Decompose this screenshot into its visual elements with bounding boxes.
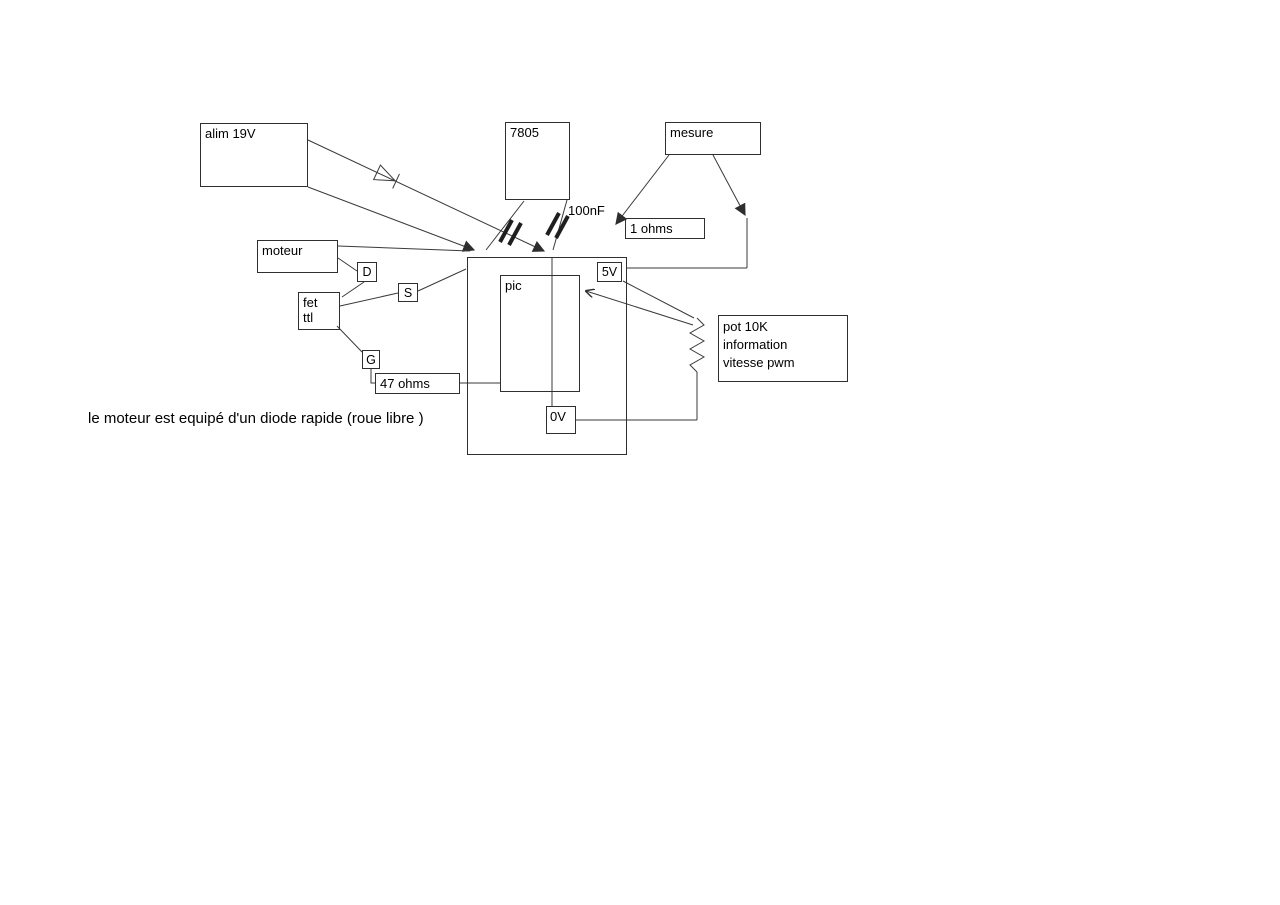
fet-gate-pin-label: G: [366, 353, 376, 367]
capacitor-100nf-label: 100nF: [568, 203, 605, 218]
wire-mesure-left: [615, 154, 670, 225]
pot-information-label: information: [723, 337, 788, 352]
pot-10k-label: pot 10K: [723, 319, 768, 334]
rail-5v-label: 5V: [601, 265, 618, 279]
mesure-box: mesure: [665, 122, 761, 155]
alim-19v-label: alim 19V: [205, 126, 256, 141]
wire-7805-right: [552, 199, 568, 251]
shunt-1ohm-box: 1 ohms: [625, 218, 705, 239]
pic-label: pic: [505, 278, 522, 293]
capacitor-symbol-1: [498, 219, 523, 246]
wire-moteur-to-d: [337, 257, 358, 272]
fet-drain-pin-label: D: [362, 265, 372, 279]
fet-gate-pin-box: G: [362, 350, 380, 369]
resistor-47ohms-box: 47 ohms: [375, 373, 460, 394]
rail-5v-box: 5V: [597, 262, 622, 282]
wire-g-to-47ohms: [370, 369, 375, 384]
alim-19v-box: alim 19V: [200, 123, 308, 187]
moteur-label: moteur: [262, 243, 303, 258]
potentiometer-zigzag: [688, 317, 706, 373]
fet-ttl-box: fet ttl: [298, 292, 340, 330]
fet-label: fet: [303, 295, 318, 310]
pot-vitesse-pwm-label: vitesse pwm: [723, 355, 795, 370]
rail-0v-label: 0V: [550, 409, 566, 424]
fet-source-pin-box: S: [398, 283, 418, 302]
wire-pot-wiper-to-pic: [586, 291, 694, 326]
pic-outer-box: [467, 257, 627, 455]
wire-s-to-box: [417, 268, 467, 292]
wire-moteur-supply: [337, 245, 471, 252]
regulator-7805-label: 7805: [510, 125, 539, 140]
fet-source-pin-label: S: [403, 286, 413, 300]
fet-drain-pin-box: D: [357, 262, 377, 282]
wire-fet-to-g: [336, 325, 363, 353]
shunt-1ohm-label: 1 ohms: [630, 221, 673, 236]
wire-mesure-right: [712, 154, 746, 217]
wire-fet-to-s: [339, 292, 399, 307]
regulator-7805-box: 7805: [505, 122, 570, 200]
wire-5v-to-pot: [622, 280, 695, 319]
rail-0v-box: 0V: [546, 406, 576, 434]
wire-7805-left: [485, 200, 525, 251]
wire-d-to-fet: [341, 281, 365, 298]
ttl-label: ttl: [303, 310, 314, 325]
moteur-box: moteur: [257, 240, 338, 273]
wire-alim-bottom-line: [307, 186, 476, 252]
diode-symbol: [372, 164, 400, 189]
resistor-47ohms-label: 47 ohms: [380, 376, 430, 391]
capacitor-symbol-2: [545, 212, 570, 239]
diode-note-text: le moteur est equipé d'un diode rapide (…: [88, 410, 424, 427]
mesure-label: mesure: [670, 125, 714, 140]
pic-box: pic: [500, 275, 580, 392]
pot-10k-box: pot 10K information vitesse pwm: [718, 315, 848, 382]
